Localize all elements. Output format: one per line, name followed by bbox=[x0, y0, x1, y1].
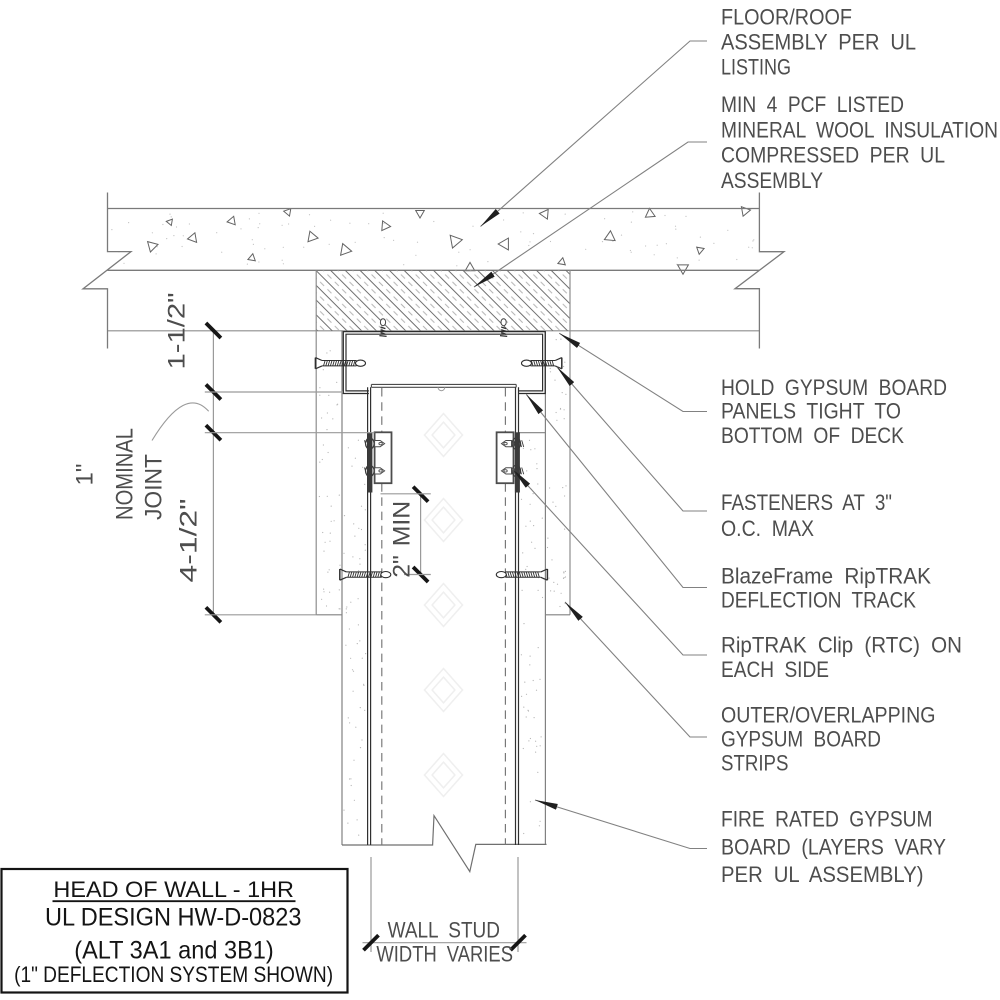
svg-text:OUTER/OVERLAPPING: OUTER/OVERLAPPING bbox=[721, 702, 936, 727]
svg-text:EACH SIDE: EACH SIDE bbox=[721, 657, 829, 682]
svg-text:2" MIN: 2" MIN bbox=[389, 501, 416, 578]
svg-text:WALL STUD: WALL STUD bbox=[388, 917, 500, 942]
svg-text:MINERAL WOOL INSULATION: MINERAL WOOL INSULATION bbox=[721, 117, 998, 142]
svg-text:LISTING: LISTING bbox=[721, 54, 791, 79]
svg-text:O.C. MAX: O.C. MAX bbox=[721, 516, 814, 541]
svg-text:WIDTH VARIES: WIDTH VARIES bbox=[376, 941, 513, 966]
svg-text:HEAD OF WALL - 1HR: HEAD OF WALL - 1HR bbox=[53, 877, 294, 902]
svg-text:JOINT: JOINT bbox=[141, 454, 168, 520]
svg-text:PER UL ASSEMBLY): PER UL ASSEMBLY) bbox=[721, 862, 924, 887]
svg-text:FASTENERS AT 3": FASTENERS AT 3" bbox=[721, 490, 892, 515]
svg-text:4-1/2": 4-1/2" bbox=[176, 499, 203, 583]
svg-text:NOMINAL: NOMINAL bbox=[112, 428, 139, 520]
svg-text:BlazeFrame RipTRAK: BlazeFrame RipTRAK bbox=[721, 564, 931, 589]
svg-text:RipTRAK Clip (RTC) ON: RipTRAK Clip (RTC) ON bbox=[721, 632, 962, 657]
svg-text:HOLD GYPSUM BOARD: HOLD GYPSUM BOARD bbox=[721, 375, 947, 400]
svg-text:UL DESIGN HW-D-0823: UL DESIGN HW-D-0823 bbox=[45, 905, 302, 932]
svg-text:MIN 4 PCF LISTED: MIN 4 PCF LISTED bbox=[721, 92, 904, 117]
svg-text:BOTTOM OF DECK: BOTTOM OF DECK bbox=[721, 423, 904, 448]
svg-text:FIRE RATED GYPSUM: FIRE RATED GYPSUM bbox=[721, 806, 933, 831]
svg-text:DEFLECTION TRACK: DEFLECTION TRACK bbox=[721, 588, 916, 613]
svg-text:FLOOR/ROOF: FLOOR/ROOF bbox=[721, 4, 852, 29]
svg-text:ASSEMBLY: ASSEMBLY bbox=[721, 168, 823, 193]
svg-text:1-1/2": 1-1/2" bbox=[164, 293, 191, 370]
svg-text:PANELS TIGHT TO: PANELS TIGHT TO bbox=[721, 399, 901, 424]
svg-text:1": 1" bbox=[72, 464, 99, 486]
svg-text:(ALT 3A1 and 3B1): (ALT 3A1 and 3B1) bbox=[74, 938, 274, 965]
svg-text:GYPSUM BOARD: GYPSUM BOARD bbox=[721, 726, 881, 751]
svg-text:STRIPS: STRIPS bbox=[721, 750, 789, 775]
svg-text:ASSEMBLY PER UL: ASSEMBLY PER UL bbox=[721, 30, 916, 55]
svg-text:BOARD (LAYERS VARY: BOARD (LAYERS VARY bbox=[721, 834, 946, 859]
svg-text:COMPRESSED PER UL: COMPRESSED PER UL bbox=[721, 143, 945, 168]
svg-text:(1" DEFLECTION SYSTEM SHOWN): (1" DEFLECTION SYSTEM SHOWN) bbox=[14, 962, 333, 987]
